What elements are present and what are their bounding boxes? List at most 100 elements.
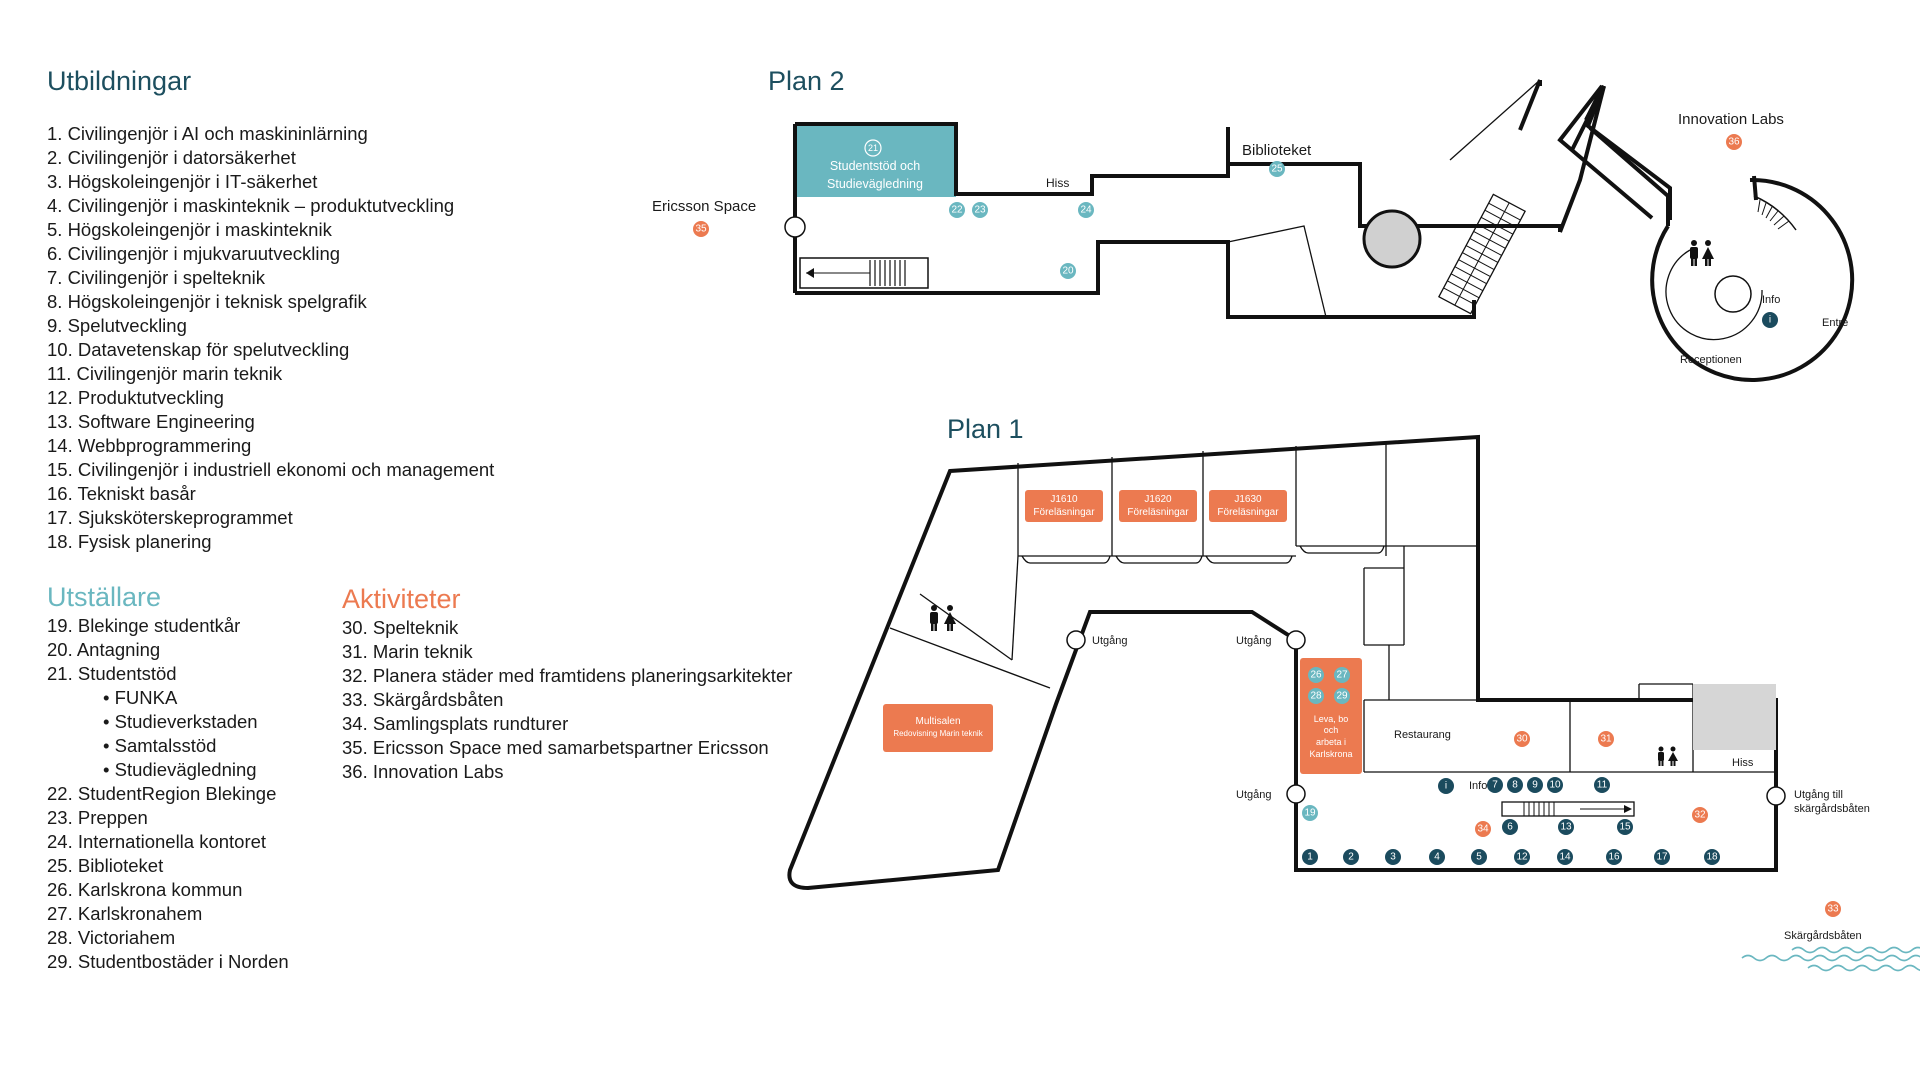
marker-10: 10 (1549, 780, 1561, 791)
plan1-title: Plan 1 (947, 414, 1024, 444)
plan1-hiss-label: Hiss (1732, 757, 1754, 769)
aktivitet-item: 33. Skärgårdsbåten (342, 689, 504, 710)
leva-line-1: Leva, bo (1314, 714, 1349, 724)
utbildning-item: 14. Webbprogrammering (47, 435, 252, 456)
utstallare-item: 28. Victoriahem (47, 927, 176, 948)
marker-21-label: 21 (868, 143, 878, 153)
marker-6: 6 (1507, 822, 1513, 833)
room-j1630-label: Föreläsningar (1217, 507, 1279, 518)
plan2-info-label: Info (1762, 294, 1780, 306)
skargardsbaten-exit-label: skärgårdsbåten (1794, 803, 1870, 815)
marker-31: 31 (1600, 734, 1612, 745)
aktivitet-item: 34. Samlingsplats rundturer (342, 713, 569, 734)
plan2-info-icon (1762, 312, 1778, 328)
plan2-stairs-left (799, 257, 929, 289)
utbildning-item: 17. Sjuksköterskeprogrammet (47, 507, 293, 528)
marker-5: 5 (1476, 852, 1482, 863)
utbildningar-list: 1. Civilingenjör i AI och maskininlärnin… (47, 122, 494, 554)
utbildning-item: 1. Civilingenjör i AI och maskininlärnin… (47, 123, 368, 144)
plan2-toilet-icon (1690, 240, 1714, 266)
aktivitet-item: 32. Planera städer med framtidens planer… (342, 665, 793, 686)
utbildning-item: 15. Civilingenjör i industriell ekonomi … (47, 459, 495, 480)
marker-18: 18 (1706, 852, 1718, 863)
marker-7: 7 (1492, 780, 1498, 791)
utstallare-item: 27. Karlskronahem (47, 903, 203, 924)
multisalen-room (883, 704, 993, 752)
utbildning-item: 4. Civilingenjör i maskinteknik – produk… (47, 195, 455, 216)
utgang-label-1: Utgång (1092, 635, 1127, 647)
marker-12: 12 (1516, 852, 1528, 863)
room-j1610-code: J1610 (1050, 494, 1078, 505)
utbildning-item: 5. Högskoleingenjör i maskinteknik (47, 219, 332, 240)
utstallare-item: 25. Biblioteket (47, 855, 164, 876)
marker-26: 26 (1310, 670, 1322, 681)
utbildning-item: 18. Fysisk planering (47, 531, 212, 552)
marker-36: 36 (1728, 137, 1740, 148)
utstallare-item: • Studievägledning (103, 759, 257, 780)
utbildning-item: 3. Högskoleingenjör i IT-säkerhet (47, 171, 318, 192)
utstallare-item: • Studieverkstaden (103, 711, 258, 732)
studentstod-room (795, 124, 956, 197)
utbildning-item: 7. Civilingenjör i spelteknik (47, 267, 265, 288)
room-j1630-code: J1630 (1234, 494, 1262, 505)
multisalen-label: Multisalen (915, 716, 960, 727)
plan1-info-icon (1438, 778, 1454, 794)
leva-line-3: arbeta i (1316, 737, 1346, 747)
plan1-interior-walls (889, 441, 1777, 773)
marker-22: 22 (951, 205, 963, 216)
innovation-labs-label: Innovation Labs (1678, 111, 1784, 128)
utbildning-item: 10. Datavetenskap för spelutveckling (47, 339, 350, 360)
marker-33: 33 (1827, 904, 1839, 915)
marker-29: 29 (1336, 691, 1348, 702)
plan1-toilet-icon (930, 605, 956, 631)
utbildning-item: 6. Civilingenjör i mjukvaruutveckling (47, 243, 341, 264)
leva-bo-markers: 26 27 28 29 (1308, 667, 1350, 704)
grey-room (1693, 684, 1776, 750)
water-waves (1741, 946, 1920, 972)
marker-2: 2 (1348, 852, 1354, 863)
utstallare-item: 19. Blekinge studentkår (47, 615, 241, 636)
utbildning-item: 8. Högskoleingenjör i teknisk spelgrafik (47, 291, 367, 312)
marker-9: 9 (1532, 780, 1538, 791)
door-ericsson (784, 216, 806, 238)
plan2-wall-top (795, 122, 1562, 232)
plan1-info-label: Info (1469, 780, 1487, 792)
lecture-rooms: J1610 Föreläsningar J1620 Föreläsningar … (1025, 490, 1287, 522)
biblioteket-label: Biblioteket (1242, 142, 1312, 159)
marker-13: 13 (1560, 822, 1572, 833)
marker-14: 14 (1559, 852, 1571, 863)
marker-23: 23 (974, 205, 986, 216)
leva-line-2: och (1324, 725, 1339, 735)
multisalen-sublabel: Redovisning Marin teknik (893, 729, 983, 738)
ericsson-space-label: Ericsson Space (652, 198, 756, 215)
marker-27: 27 (1336, 670, 1348, 681)
utbildning-item: 2. Civilingenjör i datorsäkerhet (47, 147, 296, 168)
aktivitet-item: 35. Ericsson Space med samarbetspartner … (342, 737, 769, 758)
utbildningar-title: Utbildningar (47, 66, 192, 96)
restaurang-label: Restaurang (1394, 729, 1451, 741)
plan1-outer-wall (787, 434, 1778, 891)
skargardsbaten-label: Skärgårdsbåten (1784, 930, 1862, 942)
marker-32: 32 (1694, 810, 1706, 821)
utstallare-item: • Samtalsstöd (103, 735, 217, 756)
plan1-toilet-icon-2 (1658, 746, 1678, 766)
marker-16: 16 (1608, 852, 1620, 863)
room-j1610-label: Föreläsningar (1033, 507, 1095, 518)
utbildning-item: 9. Spelutveckling (47, 315, 187, 336)
marker-20: 20 (1062, 266, 1074, 277)
marker-28: 28 (1310, 691, 1322, 702)
marker-21 (864, 139, 882, 157)
utgang-till-label: Utgång till (1794, 789, 1843, 801)
room-j1620-label: Föreläsningar (1127, 507, 1189, 518)
plan2-stairs (1437, 193, 1527, 315)
utstallare-item: 22. StudentRegion Blekinge (47, 783, 277, 804)
utstallare-item: 23. Preppen (47, 807, 148, 828)
marker-30: 30 (1516, 734, 1528, 745)
marker-19: 19 (1304, 808, 1316, 819)
plan2-markers: 22 23 24 20 25 35 36 (693, 134, 1742, 279)
plan2-hiss-label: Hiss (1046, 176, 1069, 190)
utstallare-item: 20. Antagning (47, 639, 161, 660)
plan1-stairs (1501, 801, 1635, 817)
